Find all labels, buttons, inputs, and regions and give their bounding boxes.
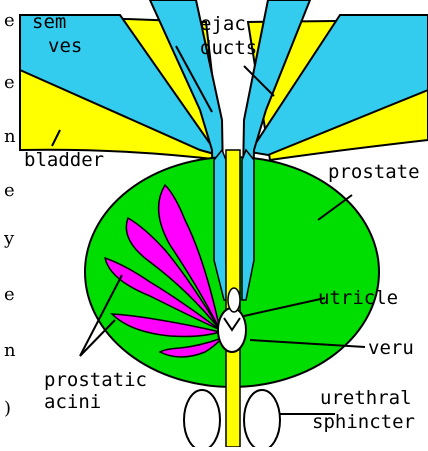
label-urethral: urethral [320, 387, 412, 409]
label-bladder: bladder [24, 149, 104, 171]
left-edge-text: e e n e y e n ) [3, 10, 16, 419]
label-ves: ves [48, 35, 82, 57]
edge-letter: n [4, 126, 16, 147]
edge-letter: y [3, 228, 15, 249]
label-utricle: utricle [318, 287, 398, 309]
label-ducts: ducts [200, 37, 257, 59]
utricle [228, 288, 240, 312]
edge-letter: n [4, 340, 16, 361]
label-sphincter: sphincter [312, 411, 415, 433]
label-prostatic: prostatic [44, 369, 147, 391]
edge-letter: e [4, 72, 15, 93]
label-acini: acini [44, 391, 101, 413]
label-prostate: prostate [328, 161, 420, 183]
edge-letter: e [4, 10, 15, 31]
label-sem: sem [32, 11, 66, 33]
urethral-sphincter-right [244, 390, 280, 447]
edge-letter: e [4, 180, 15, 201]
edge-letter: e [4, 284, 15, 305]
edge-letter: ) [4, 398, 11, 419]
label-veru: veru [368, 337, 414, 359]
urethral-sphincter-left [184, 390, 220, 447]
label-ejac: ejac [200, 13, 246, 35]
